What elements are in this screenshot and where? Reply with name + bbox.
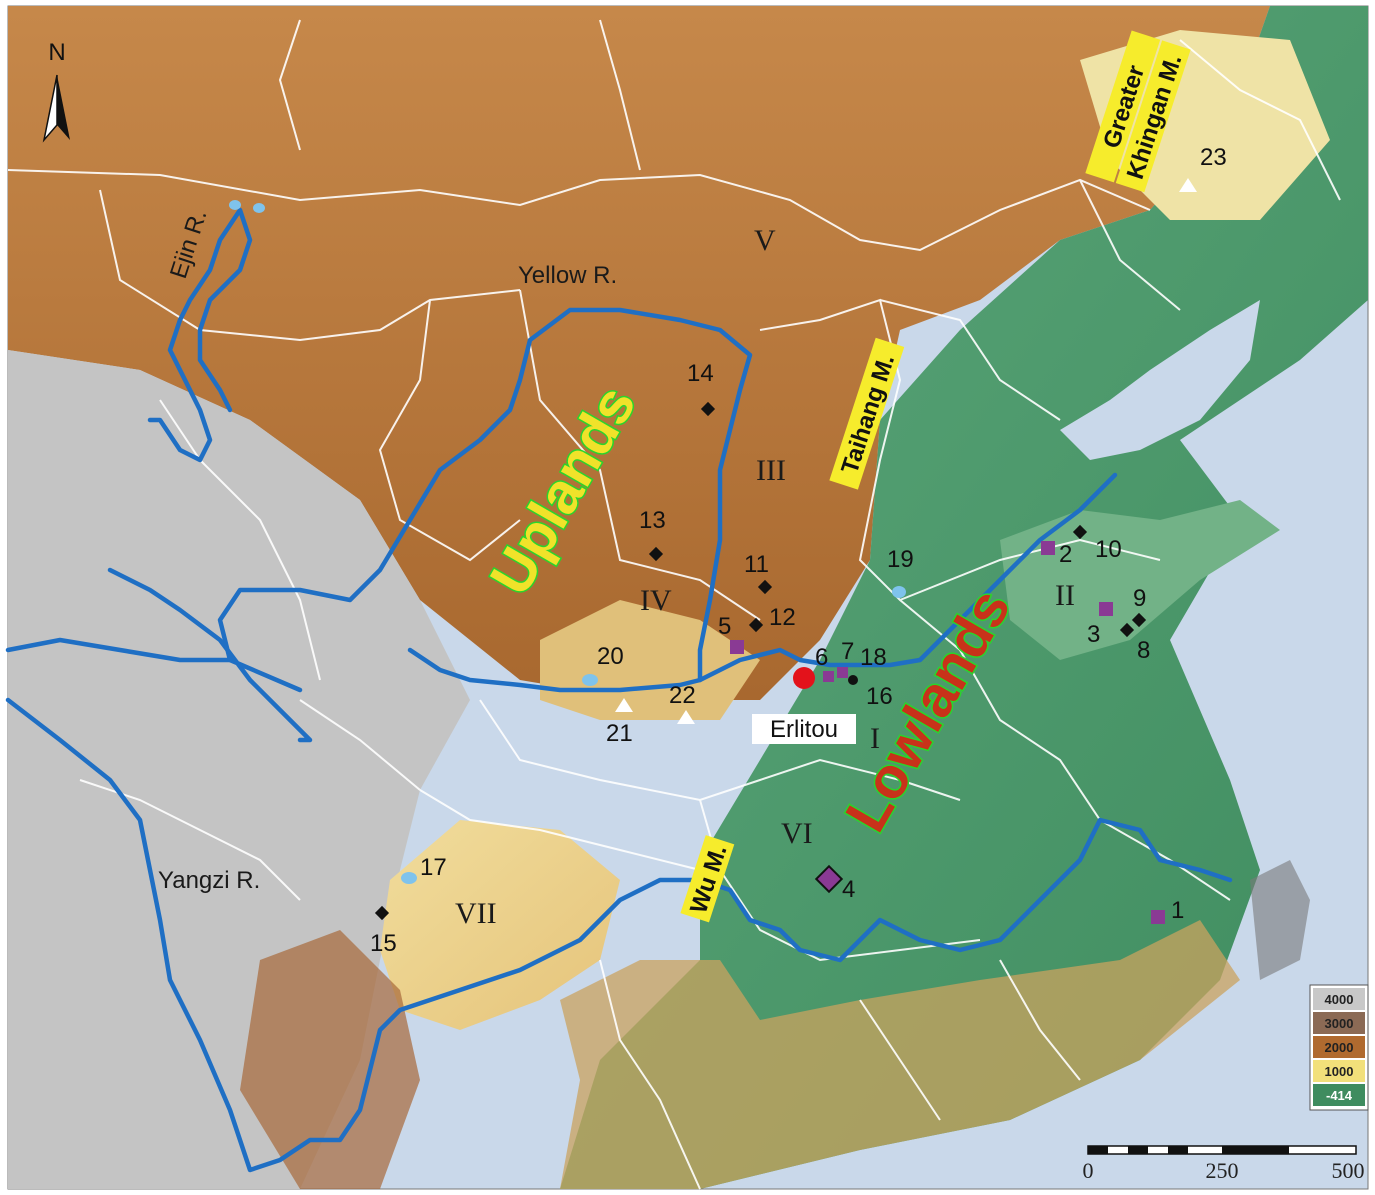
legend-label-min: -414 [1326, 1088, 1353, 1103]
province-borders [7, 19, 1341, 1190]
site-3-marker[interactable] [1099, 602, 1113, 616]
site-13-marker[interactable] [648, 546, 664, 562]
zone-label-iii: III [756, 454, 786, 487]
site-15-marker[interactable] [374, 905, 390, 921]
site-17-marker[interactable] [401, 872, 417, 884]
scale-tick-250: 250 [1206, 1158, 1239, 1183]
yellow-river-label: Yellow R. [518, 262, 617, 289]
site-label-2: 2 [1059, 541, 1072, 568]
legend-swatch-1000 [1313, 1060, 1365, 1082]
coast-islands [1250, 860, 1310, 980]
legend-label-1000: 1000 [1325, 1064, 1354, 1079]
zone-label-i: I [870, 722, 880, 755]
bohai-sea [1060, 300, 1260, 460]
site-number-labels: 1 2 3 4 5 6 7 8 9 10 11 12 13 14 15 16 1… [370, 144, 1227, 957]
site-label-12: 12 [769, 604, 796, 631]
southwest-fringe [240, 930, 420, 1189]
site-label-6: 6 [815, 644, 828, 671]
site-label-14: 14 [687, 360, 714, 387]
site-label-22: 22 [669, 682, 696, 709]
site-21-marker[interactable] [615, 698, 633, 712]
site-label-3: 3 [1087, 621, 1100, 648]
site-label-8: 8 [1137, 637, 1150, 664]
site-label-20: 20 [597, 643, 624, 670]
site-4-marker[interactable] [814, 864, 844, 894]
site-label-5: 5 [718, 613, 731, 640]
zone-label-ii: II [1055, 579, 1075, 612]
site-6-marker[interactable] [823, 671, 834, 682]
legend-label-4000: 4000 [1325, 992, 1354, 1007]
site-label-23: 23 [1200, 144, 1227, 171]
southern-hills [560, 920, 1240, 1189]
site-23-marker[interactable] [1179, 178, 1197, 192]
elevation-legend: 4000 3000 2000 1000 -414 [1309, 984, 1369, 1111]
ejin-river [147, 207, 253, 463]
ejin-source-marker-a [229, 200, 241, 210]
eastern-lowland [560, 6, 1368, 1189]
site-label-1: 1 [1171, 897, 1184, 924]
site-label-17: 17 [420, 854, 447, 881]
site-label-21: 21 [606, 720, 633, 747]
north-arrow: N [42, 39, 70, 143]
site-label-4: 4 [842, 876, 855, 903]
legend-label-2000: 2000 [1325, 1040, 1354, 1055]
zone-label-vii: VII [455, 897, 497, 930]
legend-swatch-2000 [1313, 1036, 1365, 1058]
ejin-source-marker-b [253, 203, 265, 213]
site-label-7: 7 [841, 638, 854, 665]
sites: Erlitou [229, 178, 1197, 924]
erlitou-site-label: Erlitou [770, 716, 838, 743]
site-8-marker[interactable] [1119, 622, 1135, 638]
site-label-19: 19 [887, 546, 914, 573]
yellow-river-loop [217, 307, 753, 683]
site-label-16: 16 [866, 683, 893, 710]
site-1-marker[interactable] [1151, 910, 1165, 924]
legend-swatch-4000 [1313, 988, 1365, 1010]
zone-label-v: V [754, 224, 776, 257]
sichuan-basin [380, 820, 620, 1030]
site-label-9: 9 [1133, 585, 1146, 612]
legend-swatch-min [1313, 1084, 1365, 1106]
scale-tick-0: 0 [1083, 1158, 1094, 1183]
site-5-marker[interactable] [730, 640, 744, 654]
site-label-15: 15 [370, 930, 397, 957]
scale-tick-500: 500 [1332, 1158, 1365, 1183]
site-2-marker[interactable] [1041, 541, 1055, 555]
shandong-hills [1000, 500, 1280, 660]
site-22-marker[interactable] [677, 710, 695, 724]
erlitou-site-marker[interactable] [793, 667, 815, 689]
site-11-marker[interactable] [757, 579, 773, 595]
site-label-11: 11 [744, 551, 769, 578]
site-label-18: 18 [860, 644, 887, 671]
site-20-marker[interactable] [582, 674, 598, 686]
scale-bar: 0 250 500 [1083, 1145, 1365, 1183]
site-label-10: 10 [1095, 536, 1122, 563]
yangzi-river [5, 697, 1233, 1173]
site-14-marker[interactable] [700, 401, 716, 417]
north-label: N [48, 39, 65, 66]
zone-label-iv: IV [640, 584, 672, 617]
site-10-marker[interactable] [1072, 524, 1088, 540]
legend-swatch-3000 [1313, 1012, 1365, 1034]
yangzi-river-label: Yangzi R. [158, 867, 260, 894]
site-9-marker[interactable] [1131, 612, 1147, 628]
northern-upland [8, 6, 1270, 700]
site-label-13: 13 [639, 507, 666, 534]
site-12-marker[interactable] [748, 617, 764, 633]
rivers [5, 207, 1233, 1173]
site-16-marker[interactable] [848, 675, 858, 685]
yellow-river [5, 472, 1118, 743]
zone-label-vi: VI [781, 817, 813, 850]
site-19-marker[interactable] [892, 586, 906, 598]
legend-label-3000: 3000 [1325, 1016, 1354, 1031]
site-7-marker[interactable] [837, 667, 848, 678]
